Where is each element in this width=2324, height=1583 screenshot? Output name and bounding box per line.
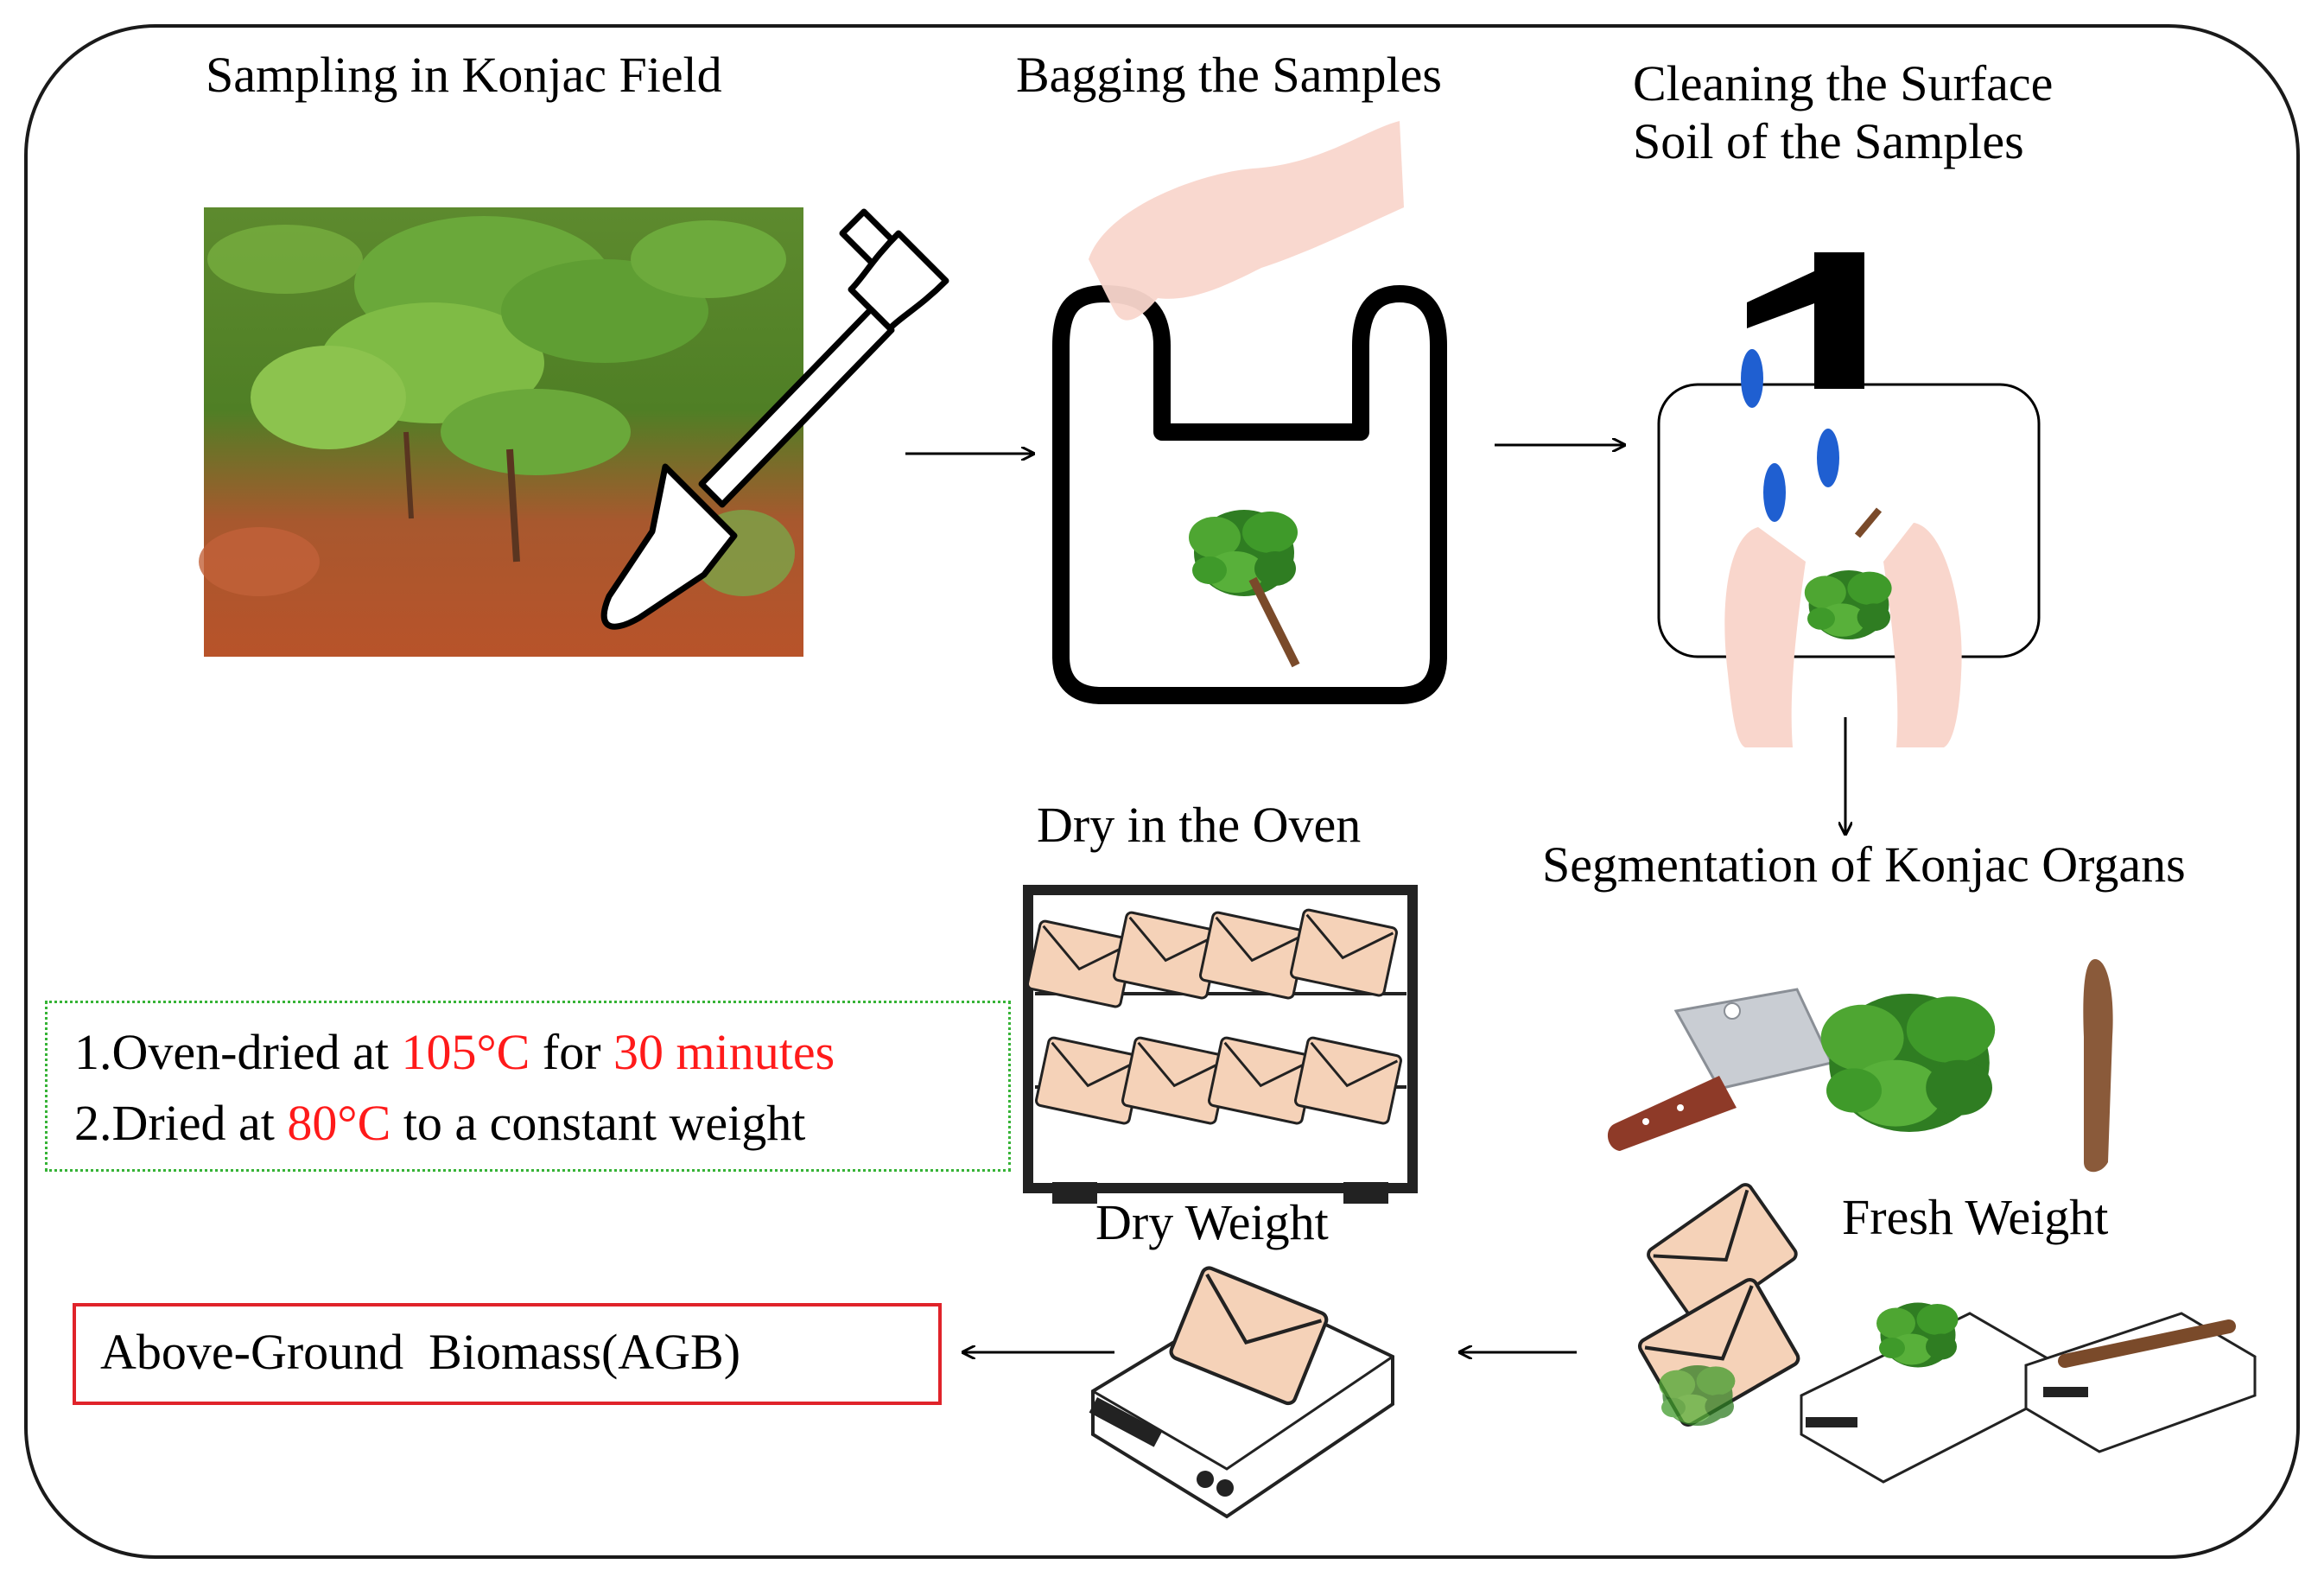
label-agb: Above-Ground Biomass(AGB) [100,1324,741,1380]
label-cleaning-line1: Cleaning the Surface [1633,55,2054,111]
note1-prefix: 1.Oven-dried at [74,1024,402,1080]
water-drop-icon [1741,349,1839,522]
note1-time: 30 minutes [613,1024,835,1080]
label-cleaning-line2: Soil of the Samples [1633,112,2024,169]
note1-mid: for [530,1024,614,1080]
konjac-petiole-icon [2083,959,2113,1173]
shovel-icon [600,208,949,630]
dry-weight-scale-icon [1089,1266,1394,1519]
washing-hands-icon [1724,523,1962,747]
outer-frame [24,24,2300,1559]
label-sampling: Sampling in Konjac Field [206,47,722,103]
label-dry-weight: Dry Weight [1095,1194,1329,1250]
scale-petiole-icon [2024,1312,2257,1453]
knife-icon [1607,988,1834,1151]
bag-icon [1052,285,1447,704]
fresh-sample-envelopes [1637,1180,1800,1427]
agb-box [73,1303,942,1405]
konjac-leaves-icon [1820,994,1996,1132]
note2-prefix: 2.Dried at [74,1095,288,1151]
note2-temp: 80°C [287,1095,391,1151]
drying-notes-box [45,1001,1011,1172]
label-dry-oven: Dry in the Oven [1037,797,1362,853]
label-cleaning: Cleaning the Surface Soil of the Samples [1633,55,2053,170]
faucet-icon [1747,252,1864,389]
note2-suffix: to a constant weight [391,1095,806,1151]
label-segmentation: Segmentation of Konjac Organs [1542,836,2186,893]
konjac-field-photo [199,207,803,657]
scale-leaves-icon [1800,1302,2054,1484]
label-bagging: Bagging the Samples [1016,47,1442,103]
hand-icon [1089,121,1404,321]
drying-note-1: 1.Oven-dried at 105°C for 30 minutes [74,1024,835,1082]
label-fresh-weight: Fresh Weight [1842,1189,2109,1245]
oven-icon [1023,885,1418,1204]
drying-note-2: 2.Dried at 80°C to a constant weight [74,1095,805,1153]
note1-temp: 105°C [401,1024,530,1080]
